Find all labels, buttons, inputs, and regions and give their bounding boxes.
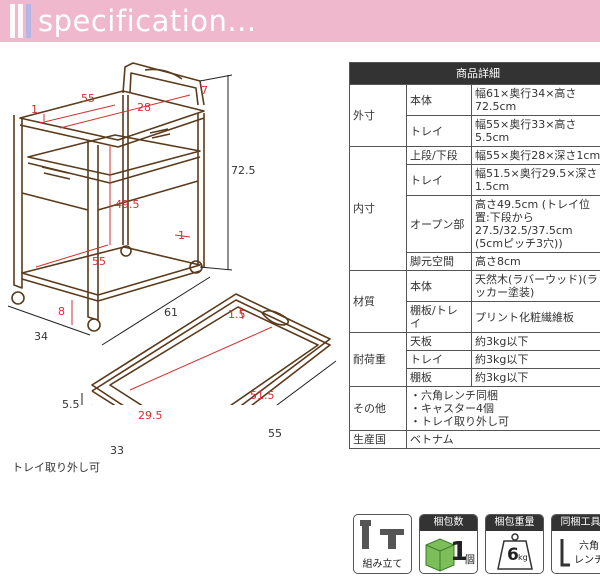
subcategory: オープン部 — [406, 195, 472, 253]
subcategory: 脚元空間 — [406, 252, 472, 271]
subcategory: 上段/下段 — [406, 146, 472, 165]
spec-table-header: 商品詳細 — [349, 62, 600, 85]
subcategory: トレイ — [406, 350, 472, 369]
included-tools-icon: 同梱工具 六角 レンチ — [551, 514, 600, 574]
dim-tray-depth: 1.5 — [228, 308, 246, 321]
dim-depth: 34 — [34, 330, 48, 343]
dim-tray-inner-depth: 29.5 — [138, 409, 163, 422]
category-outer: 外寸 — [349, 84, 407, 147]
dim-tray-inner-width: 51.5 — [250, 389, 275, 402]
dim-tray-height: 5.5 — [62, 398, 80, 411]
spec-value: 高さ49.5cm (トレイ位置:下段から27.5/32.5/37.5cm (5c… — [471, 195, 600, 253]
feature-icons: 組み立て 梱包数 1 個 梱包重量 6 kg 同梱工具 六角 レンチ — [353, 514, 600, 574]
dim-height: 72.5 — [231, 164, 256, 177]
assembly-label: 組み立て — [362, 559, 403, 570]
dim-width: 61 — [164, 306, 178, 319]
spec-value: 幅51.5×奥行29.5×深さ1.5cm — [471, 164, 600, 196]
package-count-unit: 個 — [464, 553, 475, 566]
dim-top-depth: 1 — [31, 103, 38, 116]
dim-tray-outer-width: 55 — [268, 427, 282, 440]
package-weight-unit: kg — [518, 553, 528, 562]
category-material: 材質 — [349, 270, 407, 333]
spec-value: ベトナム — [406, 430, 600, 449]
spec-table: 商品詳細 外寸 本体 幅61×奥行34×高さ72.5cm トレイ 幅55×奥行3… — [349, 62, 600, 449]
spec-value: 幅55×奥行33×高さ5.5cm — [471, 115, 600, 147]
category-other: その他 — [349, 386, 407, 431]
package-weight-icon: 梱包重量 6 kg — [485, 514, 544, 574]
other-item: ・キャスター4個 — [410, 402, 494, 415]
tray-removable-note: トレイ取り外し可 — [12, 461, 100, 474]
package-count-value: 1 — [450, 537, 469, 567]
dim-foot-space: 8 — [58, 305, 65, 318]
dim-lower-width: 55 — [92, 255, 106, 268]
package-weight-value: 6 — [507, 545, 519, 565]
banner-stripes — [10, 4, 31, 38]
spec-value: 約3kg以下 — [471, 368, 600, 387]
dim-handle: 7 — [201, 84, 208, 97]
tool-label-wrench: レンチ — [574, 555, 600, 566]
subcategory: 棚板 — [406, 368, 472, 387]
package-weight-title: 梱包重量 — [486, 515, 543, 531]
subcategory: トレイ — [406, 115, 472, 147]
spec-value: 高さ8cm — [471, 252, 600, 271]
dim-lower-depth: 1 — [178, 229, 185, 242]
assembly-icon: 組み立て — [353, 514, 412, 574]
subcategory: 棚板/トレイ — [406, 301, 472, 333]
spec-banner: specification... — [0, 0, 600, 42]
subcategory: 天板 — [406, 332, 472, 351]
category-load: 耐荷重 — [349, 332, 407, 387]
package-count-title: 梱包数 — [420, 515, 477, 531]
spec-value: 約3kg以下 — [471, 350, 600, 369]
dim-top-width: 55 — [81, 92, 95, 105]
spec-value-other: ・六角レンチ同梱 ・キャスター4個 ・トレイ取り外し可 — [406, 386, 600, 431]
dim-open-height: 49.5 — [115, 198, 140, 211]
spec-value: 幅61×奥行34×高さ72.5cm — [471, 84, 600, 116]
category-origin: 生産国 — [349, 430, 407, 449]
package-count-icon: 梱包数 1 個 — [419, 514, 478, 574]
category-inner: 内寸 — [349, 146, 407, 271]
cart-illustration — [7, 62, 337, 405]
spec-value: 約3kg以下 — [471, 332, 600, 351]
subcategory: 本体 — [406, 84, 472, 116]
included-tools-title: 同梱工具 — [552, 515, 600, 531]
tool-label-hex: 六角 — [579, 541, 599, 552]
dim-top-inner: 28 — [137, 101, 151, 114]
spec-value: 幅55×奥行28×深さ1cm — [471, 146, 600, 165]
other-item: ・トレイ取り外し可 — [410, 415, 509, 428]
subcategory: トレイ — [406, 164, 472, 196]
subcategory: 本体 — [406, 270, 472, 302]
dim-tray-outer-depth: 33 — [110, 444, 124, 457]
other-item: ・六角レンチ同梱 — [410, 389, 498, 402]
page-title: specification... — [38, 4, 257, 38]
spec-value: 天然木(ラバーウッド)(ラッカー塗装) — [471, 270, 600, 302]
spec-value: プリント化粧繊維板 — [471, 301, 600, 333]
